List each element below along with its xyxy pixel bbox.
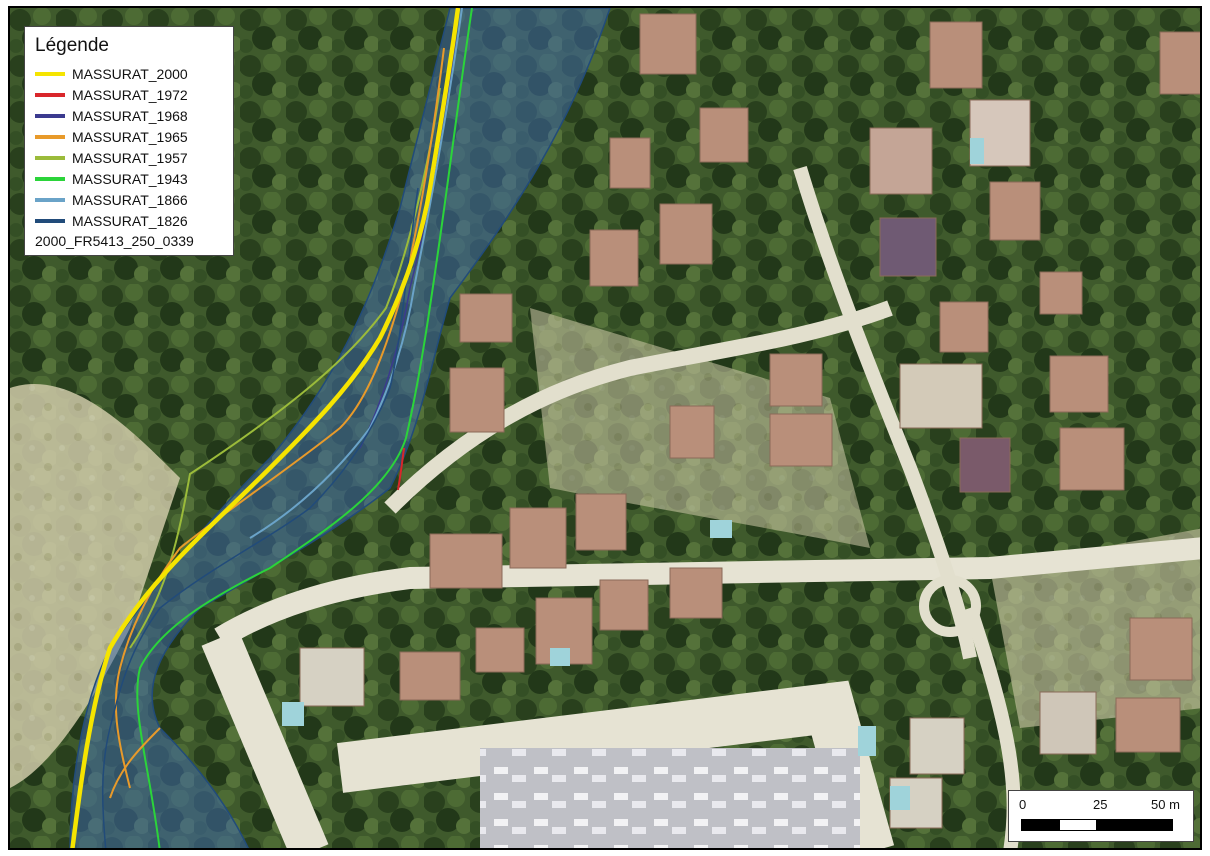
- legend-raster-label: 2000_FR5413_250_0339: [35, 233, 194, 249]
- road: [214, 537, 1200, 648]
- scale-bar-box: 0 25 50 m: [1008, 790, 1194, 842]
- buildings: [299, 13, 1200, 829]
- scale-segment-white: [1059, 819, 1097, 831]
- legend-item-label: MASSURAT_2000: [72, 65, 188, 82]
- line-massurat-1957: [129, 87, 441, 649]
- legend-item-massurat-1866: MASSURAT_1866: [35, 189, 225, 210]
- scale-label-0: 0: [1019, 797, 1027, 812]
- map-frame[interactable]: Légende MASSURAT_2000 MASSURAT_1972 MASS…: [8, 6, 1202, 850]
- legend-item-massurat-1826: MASSURAT_1826: [35, 210, 225, 231]
- legend-swatch: [35, 113, 65, 118]
- legend-swatch: [35, 176, 65, 181]
- legend-item-massurat-1957: MASSURAT_1957: [35, 147, 225, 168]
- legend-item-massurat-1943: MASSURAT_1943: [35, 168, 225, 189]
- scale-label-50: 50 m: [1151, 797, 1180, 812]
- map-legend: Légende MASSURAT_2000 MASSURAT_1972 MASS…: [24, 26, 234, 256]
- road: [793, 165, 977, 660]
- legend-item-massurat-1965: MASSURAT_1965: [35, 126, 225, 147]
- legend-swatch: [35, 197, 65, 202]
- clearing-area: [10, 384, 180, 788]
- scale-segment-black: [1021, 819, 1059, 831]
- legend-swatch: [35, 71, 65, 76]
- legend-item-label: MASSURAT_1965: [72, 128, 188, 145]
- aerial-map[interactable]: [10, 8, 1202, 850]
- legend-title: Légende: [35, 35, 109, 56]
- line-massurat-2000: [70, 8, 461, 848]
- legend-item-massurat-2000: MASSURAT_2000: [35, 63, 225, 84]
- legend-item-label: MASSURAT_1957: [72, 149, 188, 166]
- road: [201, 630, 329, 848]
- legend-items: MASSURAT_2000 MASSURAT_1972 MASSURAT_196…: [35, 63, 225, 231]
- legend-swatch: [35, 218, 65, 223]
- legend-item-label: MASSURAT_1866: [72, 191, 188, 208]
- legend-swatch: [35, 134, 65, 139]
- legend-item-label: MASSURAT_1972: [72, 86, 188, 103]
- legend-item-massurat-1968: MASSURAT_1968: [35, 105, 225, 126]
- legend-item-label: MASSURAT_1943: [72, 170, 188, 187]
- line-massurat-1866: [249, 8, 463, 539]
- line-massurat-1943: [136, 8, 473, 848]
- legend-swatch: [35, 155, 65, 160]
- line-massurat-1972: [397, 447, 405, 491]
- line-massurat-1965: [109, 47, 445, 799]
- legend-item-massurat-1972: MASSURAT_1972: [35, 84, 225, 105]
- line-massurat-1826: [102, 187, 419, 848]
- legend-item-label: MASSURAT_1826: [72, 212, 188, 229]
- legend-item-label: MASSURAT_1968: [72, 107, 188, 124]
- pools: [282, 138, 984, 810]
- scale-label-25: 25: [1093, 797, 1108, 812]
- campsite-area: [480, 748, 860, 848]
- roundabout: [919, 575, 981, 637]
- scale-segment-black: [1097, 819, 1173, 831]
- legend-swatch: [35, 92, 65, 97]
- road: [384, 300, 893, 514]
